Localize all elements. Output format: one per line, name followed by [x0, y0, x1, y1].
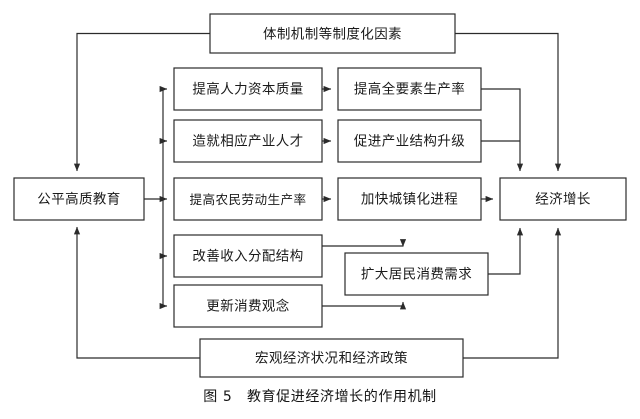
node-economic-growth[interactable]: 经济增长 [499, 177, 627, 221]
edge-income-distribution-to-consumer-demand [322, 239, 407, 247]
node-total-factor-productivity[interactable]: 提高全要素生产率 [337, 67, 482, 111]
node-consumer-demand[interactable]: 扩大居民消费需求 [344, 252, 489, 296]
edge-consumer-demand-to-growth [488, 227, 524, 275]
node-label-human-capital: 提高人力资本质量 [192, 81, 303, 98]
edge-macro-policy-to-education [73, 226, 200, 359]
node-label-farmer-productivity: 提高农民劳动生产率 [190, 192, 307, 207]
node-layer: 体制机制等制度化因素 公平高质教育 提高人力资本质量 造就相应产业人才 提高农民… [13, 13, 627, 378]
node-label-urbanization: 加快城镇化进程 [361, 192, 458, 208]
node-label-macro-policy: 宏观经济状况和经济政策 [255, 350, 408, 367]
node-consumption-concept[interactable]: 更新消费观念 [173, 284, 323, 328]
node-label-industrial-upgrade: 促进产业结构升级 [354, 134, 465, 150]
node-farmer-productivity[interactable]: 提高农民劳动生产率 [173, 177, 323, 221]
figure-caption: 图 5 教育促进经济增长的作用机制 [203, 389, 437, 405]
node-label-institutional-factors: 体制机制等制度化因素 [263, 26, 402, 43]
node-label-consumption-concept: 更新消费观念 [206, 298, 289, 315]
edge-institutional-to-growth [455, 32, 562, 172]
node-institutional-factors[interactable]: 体制机制等制度化因素 [209, 13, 456, 54]
node-human-capital[interactable]: 提高人力资本质量 [173, 67, 323, 111]
edge-tfp-to-growth [481, 88, 524, 172]
edge-consumption-concept-to-consumer-demand [322, 301, 407, 310]
node-urbanization[interactable]: 加快城镇化进程 [337, 177, 482, 221]
node-label-income-distribution: 改善收入分配结构 [192, 249, 303, 265]
edge-macro-policy-to-growth [463, 227, 562, 359]
node-label-total-factor-productivity: 提高全要素生产率 [354, 81, 465, 98]
node-equitable-education[interactable]: 公平高质教育 [13, 177, 145, 221]
connector-layer [73, 32, 562, 359]
node-macro-policy[interactable]: 宏观经济状况和经济政策 [199, 338, 464, 378]
node-label-economic-growth: 经济增长 [535, 192, 591, 208]
node-industry-talent[interactable]: 造就相应产业人才 [173, 119, 323, 163]
node-income-distribution[interactable]: 改善收入分配结构 [173, 234, 323, 278]
node-label-consumer-demand: 扩大居民消费需求 [361, 267, 472, 283]
node-label-equitable-education: 公平高质教育 [37, 191, 120, 208]
node-industrial-upgrade[interactable]: 促进产业结构升级 [337, 119, 482, 163]
node-label-industry-talent: 造就相应产业人才 [192, 133, 303, 150]
edge-institutional-to-education [73, 32, 210, 172]
